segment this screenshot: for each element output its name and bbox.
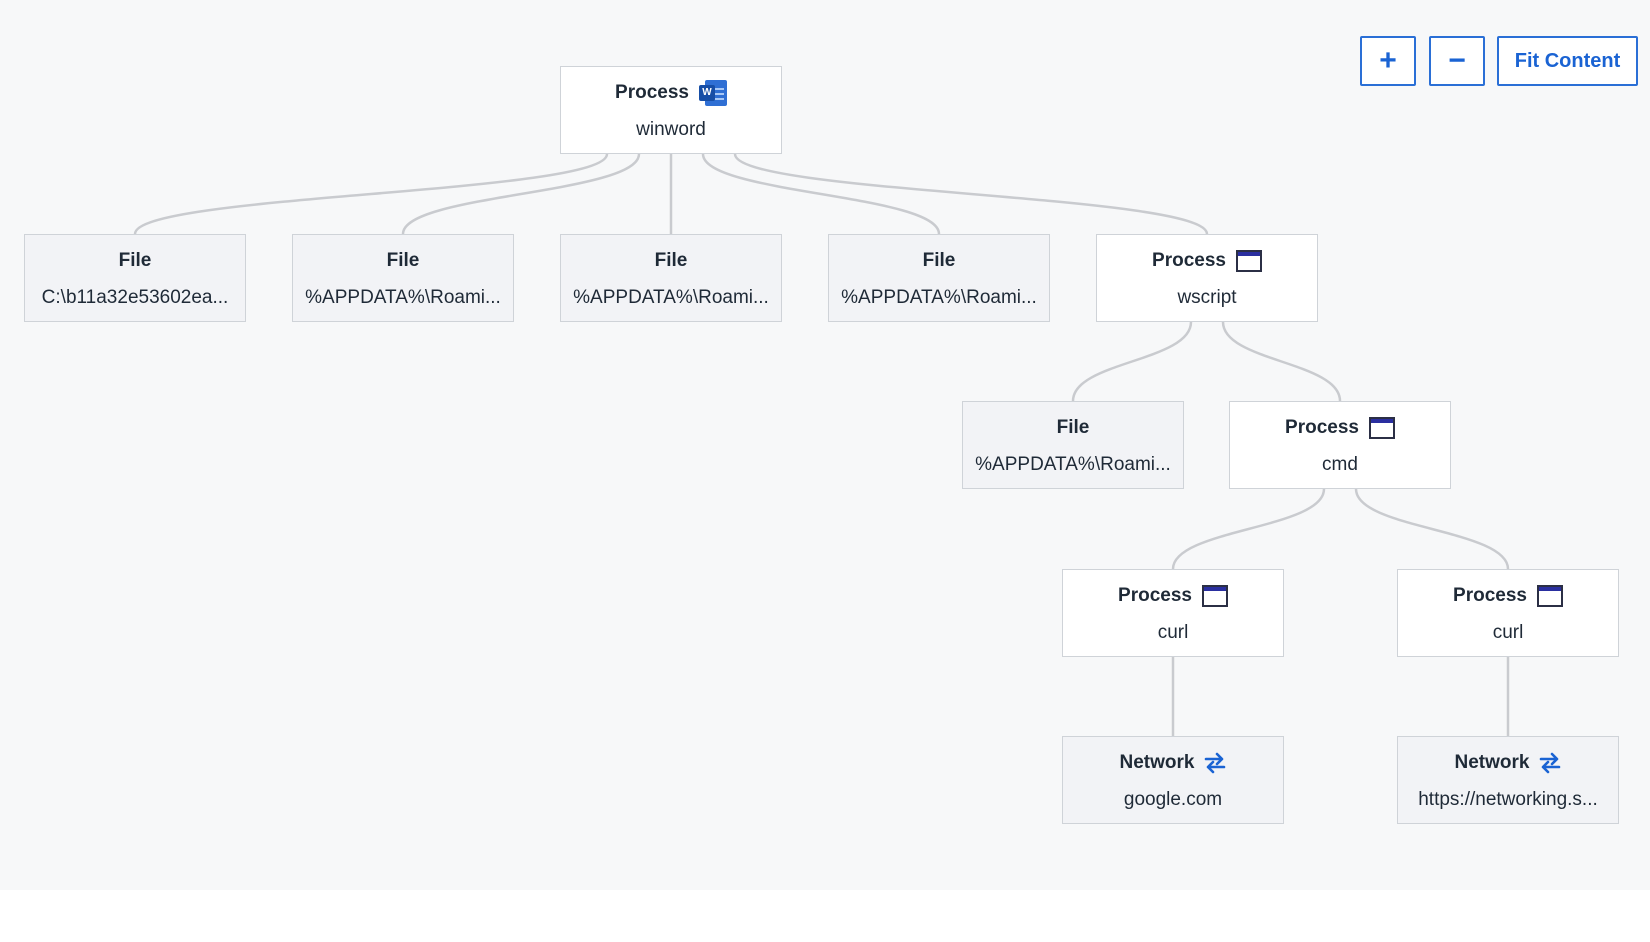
graph-canvas[interactable]: Process W winword File C:\b11a32e53602ea… [0,0,1650,890]
zoom-out-button[interactable]: − [1429,36,1485,86]
edge-winword-file1 [133,153,609,235]
edge-winword-file2 [401,153,641,235]
node-network-2[interactable]: Network https://networking.s... [1397,736,1619,824]
fit-content-button[interactable]: Fit Content [1497,36,1638,86]
window-icon [1235,250,1262,272]
node-type-label: Process [1118,585,1192,606]
node-type-label: Network [1454,752,1530,773]
node-file-4[interactable]: File %APPDATA%\Roami... [828,234,1050,322]
edge-cmd-curl2 [1354,488,1510,570]
edge-winword-wscript [733,153,1209,235]
plus-icon: + [1379,44,1397,77]
node-value: https://networking.s... [1418,789,1598,810]
node-value: winword [636,119,706,140]
node-type-label: Process [615,82,689,103]
node-process-curl-1[interactable]: Process curl [1062,569,1284,657]
node-file-2[interactable]: File %APPDATA%\Roami... [292,234,514,322]
node-value: curl [1492,622,1524,643]
minus-icon: − [1448,44,1466,77]
edge-wscript-cmd [1221,321,1342,402]
node-value: google.com [1123,789,1223,810]
edge-cmd-curl1 [1171,488,1326,570]
node-type-label: Process [1453,585,1527,606]
window-icon [1201,585,1228,607]
node-type-label: File [654,250,688,271]
node-value: cmd [1322,454,1358,475]
node-process-winword[interactable]: Process W winword [560,66,782,154]
node-process-cmd[interactable]: Process cmd [1229,401,1451,489]
node-file-5[interactable]: File %APPDATA%\Roami... [962,401,1184,489]
node-network-1[interactable]: Network google.com [1062,736,1284,824]
window-icon [1536,585,1563,607]
edge-wscript-file5 [1071,321,1193,402]
node-file-1[interactable]: File C:\b11a32e53602ea... [24,234,246,322]
node-process-curl-2[interactable]: Process curl [1397,569,1619,657]
node-value: C:\b11a32e53602ea... [41,287,229,308]
node-type-label: Process [1285,417,1359,438]
node-value: %APPDATA%\Roami... [975,454,1171,475]
graph-edges [133,153,1510,736]
word-icon: W [698,80,727,106]
node-value: curl [1157,622,1189,643]
node-type-label: File [1056,417,1090,438]
window-icon [1368,417,1395,439]
node-type-label: Process [1152,250,1226,271]
network-icon [1204,752,1226,774]
node-value: %APPDATA%\Roami... [841,287,1037,308]
node-type-label: Network [1119,752,1195,773]
zoom-in-button[interactable]: + [1360,36,1416,86]
edge-winword-file4 [701,153,941,235]
node-type-label: File [386,250,420,271]
node-file-3[interactable]: File %APPDATA%\Roami... [560,234,782,322]
node-value: %APPDATA%\Roami... [573,287,769,308]
node-type-label: File [118,250,152,271]
node-value: %APPDATA%\Roami... [305,287,501,308]
network-icon [1539,752,1561,774]
node-process-wscript[interactable]: Process wscript [1096,234,1318,322]
node-type-label: File [922,250,956,271]
node-value: wscript [1177,287,1237,308]
fit-content-label: Fit Content [1514,49,1621,72]
